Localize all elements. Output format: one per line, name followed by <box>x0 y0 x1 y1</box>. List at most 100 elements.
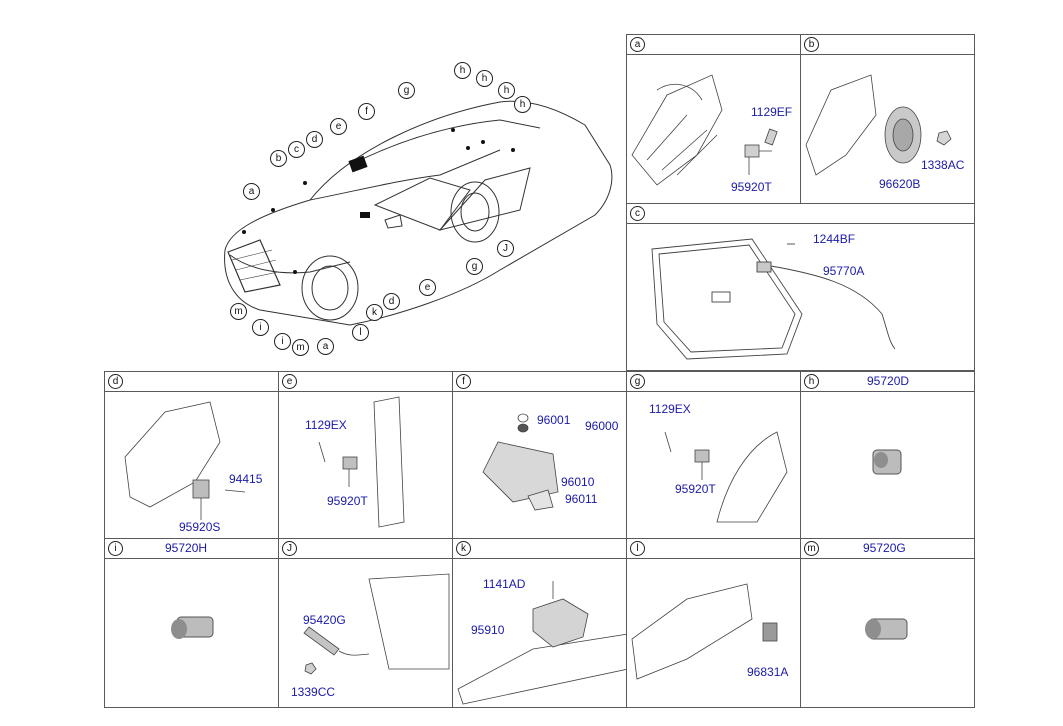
part-number: 95770A <box>823 264 865 278</box>
trunk-antenna-drawing <box>303 573 450 675</box>
panel-letter: k <box>456 541 471 556</box>
callout-j: J <box>497 240 514 257</box>
callout-g: g <box>466 258 483 275</box>
panel-i: i 95720H <box>104 538 279 708</box>
part-number: 1244BF <box>813 232 856 246</box>
callout-h: h <box>498 82 515 99</box>
panel-a: a 1129EF 95920T <box>626 34 801 204</box>
panel-header: i 95720H <box>105 539 278 559</box>
part-number: 1129EX <box>649 402 691 416</box>
part-number: 1141AD <box>483 577 526 591</box>
part-number: 95920S <box>179 520 221 534</box>
panel-letter: m <box>804 541 819 556</box>
part-number: 95920T <box>675 482 716 496</box>
panel-e: e 1129EX 95920T <box>278 371 453 539</box>
panel-l: l 96831A <box>626 538 801 708</box>
panel-header: e <box>279 372 452 392</box>
part-number: 95920T <box>731 180 772 194</box>
panel-letter: c <box>630 206 645 221</box>
callout-h: h <box>454 62 471 79</box>
panel-code: 95720G <box>863 541 906 555</box>
floor-sensor-drawing <box>631 583 778 680</box>
callout-i: i <box>252 319 269 336</box>
part-number: 96620B <box>879 177 921 191</box>
part-number: 96010 <box>561 475 595 489</box>
panel-letter: h <box>804 374 819 389</box>
module-drawing <box>482 413 559 511</box>
panel-k: k 1141AD 95910 <box>452 538 629 708</box>
panel-letter: e <box>282 374 297 389</box>
part-number: 95920T <box>327 494 368 508</box>
callout-f: f <box>358 103 375 120</box>
panel-header: d <box>105 372 278 392</box>
pillar-sensor-drawing <box>318 396 405 528</box>
callout-m: m <box>230 303 247 320</box>
parking-sensor-drawing <box>171 616 214 639</box>
grille-camera-drawing <box>651 238 896 360</box>
door-sensor-drawing <box>124 401 246 520</box>
parking-sensor-drawing <box>865 618 908 640</box>
panel-header: k <box>453 539 626 559</box>
bracket-assembly-drawing <box>631 74 778 186</box>
panel-code: 95720H <box>165 541 208 555</box>
callout-h: h <box>514 96 531 113</box>
callout-i: i <box>274 333 291 350</box>
part-number: 95910 <box>471 623 505 637</box>
part-number: 96000 <box>585 419 619 433</box>
callout-e: e <box>419 279 436 296</box>
panel-header: h 95720D <box>801 372 974 392</box>
panel-header: a <box>627 35 800 55</box>
panel-letter: l <box>630 541 645 556</box>
panel-letter: g <box>630 374 645 389</box>
panel-m: m 95720G <box>800 538 975 708</box>
part-number: 95420G <box>303 613 346 627</box>
part-number: 1339CC <box>291 685 336 699</box>
callout-d: d <box>383 293 400 310</box>
panel-j: J 95420G 1339CC <box>278 538 453 708</box>
panel-header: b <box>801 35 974 55</box>
panel-header: f <box>453 372 626 392</box>
callout-a: a <box>317 338 334 355</box>
panel-letter: d <box>108 374 123 389</box>
panel-d: d 94415 95920S <box>104 371 279 539</box>
panel-h: h 95720D <box>800 371 975 539</box>
panel-header: c <box>627 204 974 224</box>
callout-b: b <box>270 150 287 167</box>
panel-g: g 1129EX 95920T <box>626 371 801 539</box>
callout-l: l <box>352 324 369 341</box>
callout-h: h <box>476 70 493 87</box>
part-number: 96831A <box>747 665 789 679</box>
callout-a: a <box>243 183 260 200</box>
car-illustration <box>224 100 613 326</box>
callout-c: c <box>288 141 305 158</box>
panel-code: 95720D <box>867 374 910 388</box>
panel-b: b 96620B 1338AC <box>800 34 975 204</box>
panel-c: c 1244BF 95770A <box>626 203 975 371</box>
wheelhouse-sensor-drawing <box>664 431 788 523</box>
panel-letter: a <box>630 37 645 52</box>
panel-header: l <box>627 539 800 559</box>
callout-e: e <box>330 118 347 135</box>
callout-k: k <box>366 304 383 321</box>
panel-f: f 96001 96000 96010 96011 <box>452 371 627 539</box>
panel-letter: f <box>456 374 471 389</box>
panel-letter: J <box>282 541 297 556</box>
panel-header: g <box>627 372 800 392</box>
callout-m: m <box>292 339 309 356</box>
panel-header: J <box>279 539 452 559</box>
panel-letter: b <box>804 37 819 52</box>
part-number: 94415 <box>229 472 263 486</box>
part-number: 1129EX <box>305 418 347 432</box>
horn-drawing <box>805 74 952 176</box>
part-number: 96001 <box>537 413 571 427</box>
panel-header: m 95720G <box>801 539 974 559</box>
part-number: 96011 <box>565 492 598 506</box>
callout-g: g <box>398 82 415 99</box>
part-number: 1338AC <box>921 158 965 172</box>
parking-sensor-drawing <box>872 449 902 475</box>
part-number: 1129EF <box>751 105 793 119</box>
callout-d: d <box>306 131 323 148</box>
panel-letter: i <box>108 541 123 556</box>
